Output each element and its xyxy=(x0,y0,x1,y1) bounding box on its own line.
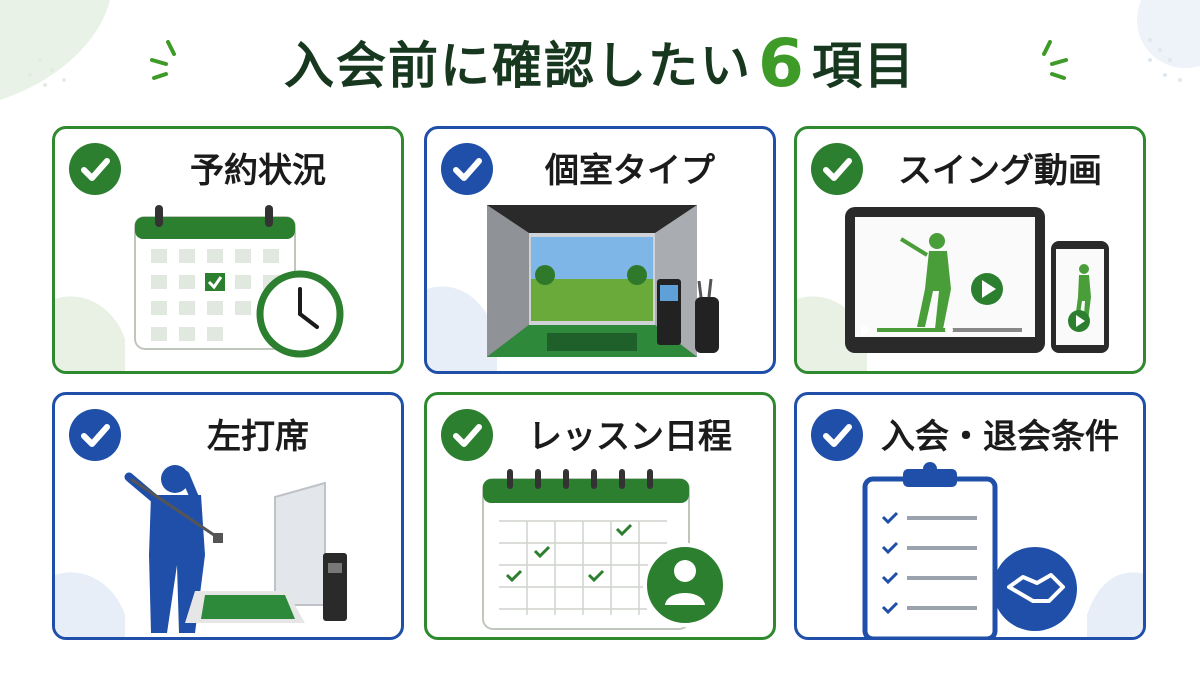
title-number: 6 xyxy=(758,25,806,102)
title-suffix: 項目 xyxy=(811,37,916,95)
card-label: 入会・退会条件 xyxy=(881,417,1119,457)
check-icon xyxy=(69,409,121,461)
title-main: 入会前に確認したい xyxy=(284,37,753,95)
card-label: 個室タイプ xyxy=(545,151,715,191)
clipboard-handshake-icon xyxy=(862,462,1143,637)
check-icon xyxy=(811,409,863,461)
card-label: レッスン日程 xyxy=(528,417,732,457)
check-icon xyxy=(811,143,863,195)
calendar-clock-icon xyxy=(55,205,344,371)
swing-video-icon xyxy=(797,207,1109,371)
card-swing-video: スイング動画 xyxy=(794,126,1146,374)
card-membership-terms: 入会・退会条件 xyxy=(794,392,1146,640)
card-lesson-schedule: レッスン日程 xyxy=(424,392,776,640)
lesson-calendar-icon xyxy=(482,469,727,630)
left-handed-golfer-icon xyxy=(55,465,347,637)
title-sparkle-right xyxy=(1042,40,1068,80)
card-label: スイング動画 xyxy=(898,151,1102,191)
check-icon xyxy=(69,143,121,195)
golf-simulator-room-icon xyxy=(427,205,719,371)
title-sparkle-left xyxy=(150,40,176,80)
card-private-room-type: 個室タイプ xyxy=(424,126,776,374)
card-reservation-status: 予約状況 xyxy=(52,126,404,374)
check-icon xyxy=(441,143,493,195)
check-icon xyxy=(441,409,493,461)
card-left-handed-booth: 左打席 xyxy=(52,392,404,640)
card-label: 左打席 xyxy=(207,417,309,457)
card-label: 予約状況 xyxy=(190,151,326,191)
